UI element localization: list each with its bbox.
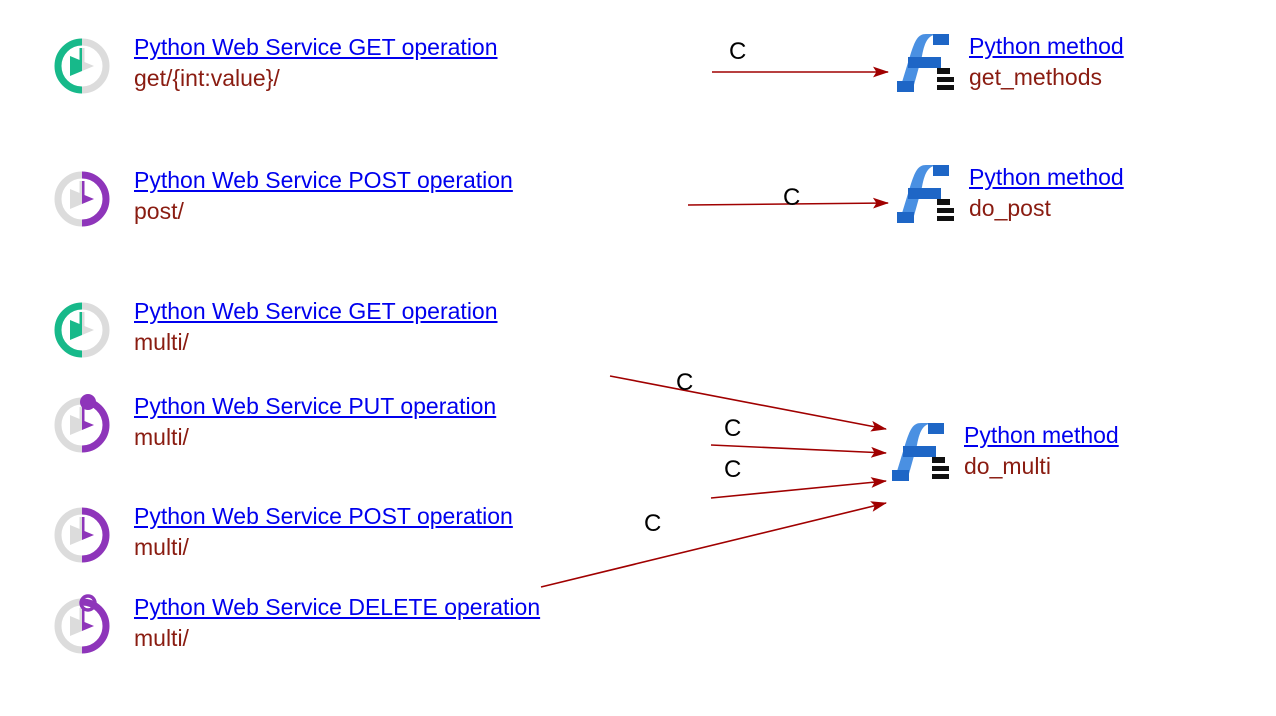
operation-path: multi/ [134, 329, 189, 355]
rest-get-operation-icon [48, 30, 116, 98]
operation-title-link[interactable]: Python Web Service POST operation [134, 503, 513, 529]
python-function-icon [880, 419, 952, 485]
operation-path: post/ [134, 198, 184, 224]
operation-node-get: Python Web Service GET operation multi/ [48, 294, 498, 362]
edge-line [710, 444, 887, 458]
edge-label-call: C [729, 38, 747, 65]
operation-node-get: Python Web Service GET operation get/{int… [48, 30, 498, 98]
python-function-icon [885, 30, 957, 96]
operation-path: multi/ [134, 625, 189, 651]
rest-delete-operation-icon [48, 590, 116, 658]
python-function-icon [885, 161, 957, 227]
operation-path: multi/ [134, 424, 189, 450]
operation-node-put: Python Web Service PUT operation multi/ [48, 389, 496, 457]
operation-text: Python Web Service GET operation get/{int… [134, 30, 498, 93]
operation-title-link[interactable]: Python Web Service PUT operation [134, 393, 497, 419]
operation-path: multi/ [134, 534, 189, 560]
method-title-link[interactable]: Python method [964, 422, 1119, 448]
operation-text: Python Web Service POST operation multi/ [134, 499, 513, 562]
operation-node-delete: Python Web Service DELETE operation multi… [48, 590, 540, 658]
edge-line [609, 375, 887, 432]
operation-node-post: Python Web Service POST operation multi/ [48, 499, 513, 567]
edge-label-call: C [724, 456, 742, 483]
method-node: Python method get_methods [885, 30, 1124, 96]
operation-text: Python Web Service PUT operation multi/ [134, 389, 496, 452]
method-name: do_post [969, 195, 1051, 221]
operation-title-link[interactable]: Python Web Service GET operation [134, 34, 498, 60]
operation-title-link[interactable]: Python Web Service GET operation [134, 298, 498, 324]
edge-label-call: C [644, 510, 662, 537]
operation-text: Python Web Service POST operation post/ [134, 163, 513, 226]
operation-text: Python Web Service DELETE operation multi… [134, 590, 540, 653]
operation-node-post: Python Web Service POST operation post/ [48, 163, 513, 231]
rest-post-operation-icon [48, 163, 116, 231]
rest-get-operation-icon [48, 294, 116, 362]
edge-label-call: C [783, 184, 801, 211]
method-text: Python method do_multi [964, 419, 1119, 481]
method-title-link[interactable]: Python method [969, 164, 1124, 190]
operation-path: get/{int:value}/ [134, 65, 280, 91]
method-node: Python method do_post [885, 161, 1124, 227]
method-text: Python method get_methods [969, 30, 1124, 92]
method-node: Python method do_multi [880, 419, 1119, 485]
operation-title-link[interactable]: Python Web Service DELETE operation [134, 594, 541, 620]
rest-put-operation-icon [48, 389, 116, 457]
method-title-link[interactable]: Python method [969, 33, 1124, 59]
method-text: Python method do_post [969, 161, 1124, 223]
edge-label-call: C [724, 415, 742, 442]
edge-label-call: C [676, 369, 694, 396]
method-name: do_multi [964, 453, 1051, 479]
edge-line [710, 477, 887, 499]
operation-title-link[interactable]: Python Web Service POST operation [134, 167, 513, 193]
edge-line [540, 501, 887, 588]
rest-post-operation-icon [48, 499, 116, 567]
operation-text: Python Web Service GET operation multi/ [134, 294, 498, 357]
method-name: get_methods [969, 64, 1102, 90]
